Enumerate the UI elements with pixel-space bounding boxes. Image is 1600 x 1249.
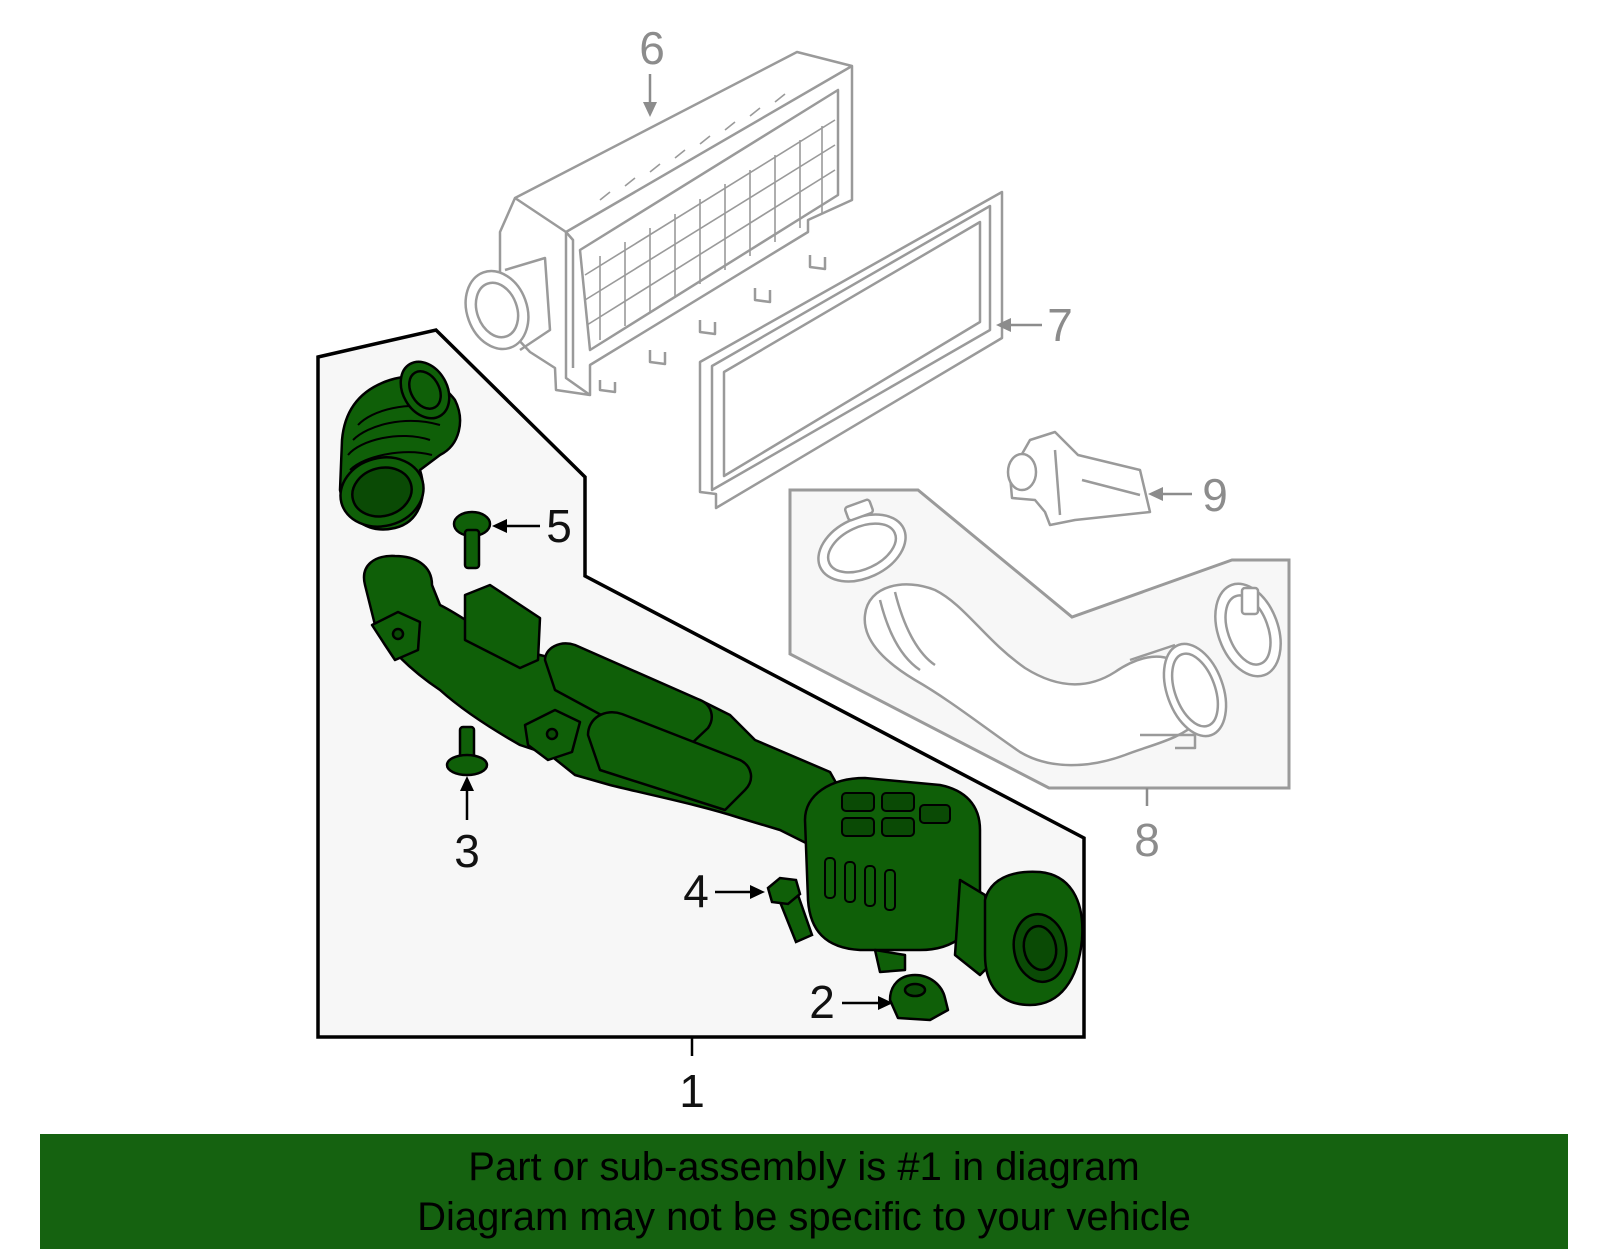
callout-6: 6 (639, 22, 665, 74)
air-filter-element (698, 190, 1004, 510)
push-pin (452, 510, 492, 570)
callout-9: 9 (1202, 469, 1228, 521)
callout-3: 3 (454, 825, 480, 877)
callout-7: 7 (1047, 299, 1073, 351)
mount-stud (445, 725, 489, 777)
callout-2: 2 (809, 976, 835, 1028)
air-inlet-duct (338, 360, 1084, 1007)
callout-4: 4 (683, 865, 709, 917)
info-banner: Part or sub-assembly is #1 in diagram Di… (40, 1134, 1568, 1249)
callout-8: 8 (1134, 814, 1160, 866)
air-cleaner-housing (464, 50, 854, 397)
banner-line-2: Diagram may not be specific to your vehi… (417, 1194, 1191, 1239)
callout-5: 5 (546, 500, 572, 552)
callout-1: 1 (679, 1065, 705, 1117)
mounting-bolt (766, 876, 814, 944)
leader-lines (460, 74, 1192, 1056)
banner-line-1: Part or sub-assembly is #1 in diagram (468, 1144, 1140, 1189)
mount-grommet (888, 973, 950, 1022)
intake-hose-assembly (817, 498, 1282, 767)
airflow-sensor (1006, 430, 1152, 527)
